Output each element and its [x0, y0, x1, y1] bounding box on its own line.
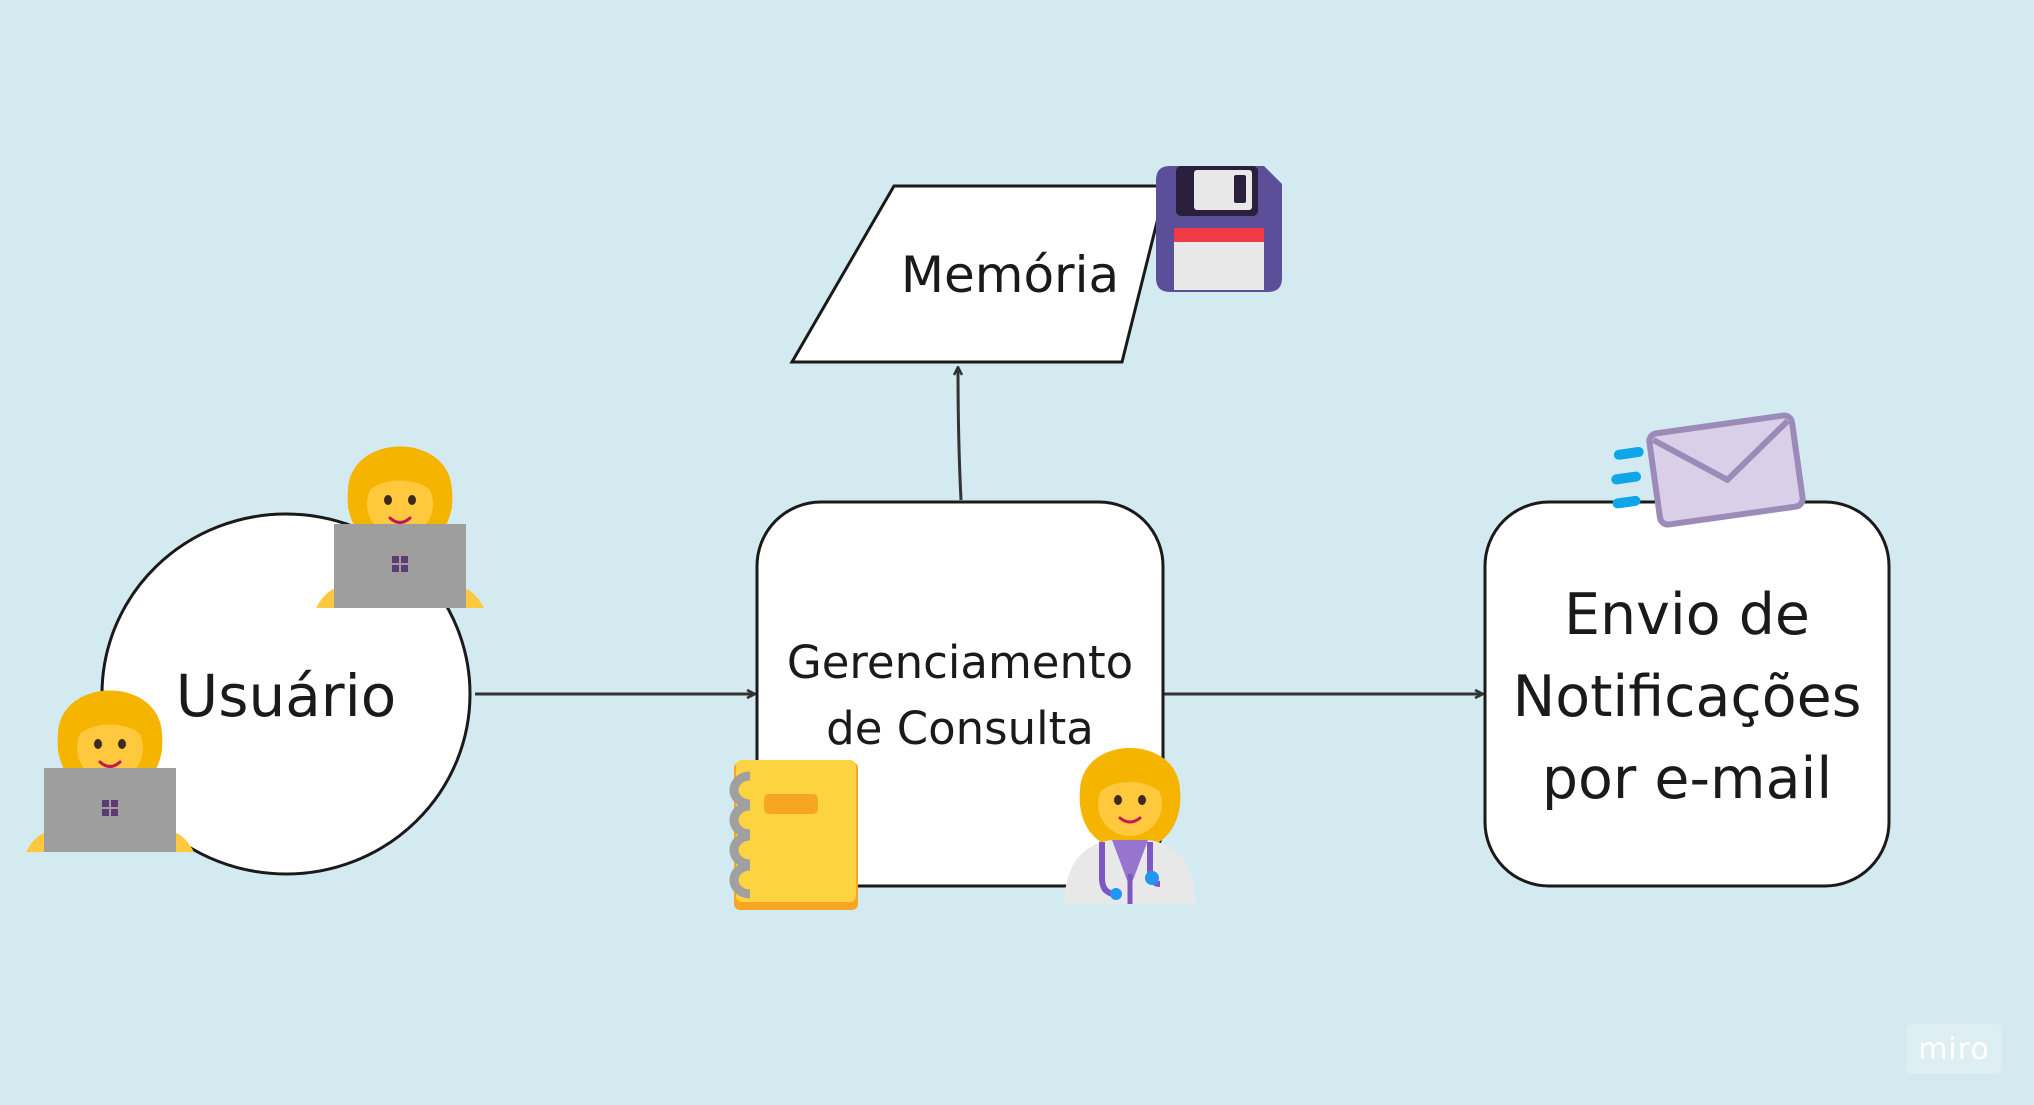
node-envio[interactable]: Envio de Notificações por e-mail [1483, 500, 1891, 888]
miro-watermark: miro [1906, 1024, 2002, 1074]
edge-gerenciamento-to-memoria[interactable] [958, 368, 961, 501]
node-memoria[interactable]: Memória [789, 184, 1168, 364]
woman-technologist-icon [314, 445, 486, 610]
node-envio-label-line3: por e-mail [1542, 746, 1832, 812]
node-envio-label-line2: Notificações [1513, 664, 1862, 730]
notebook-icon [729, 760, 858, 910]
node-usuario-label: Usuário [176, 662, 396, 730]
node-gerenciamento[interactable]: Gerenciamento de Consulta [755, 500, 1165, 888]
floppy-disk-icon [1156, 166, 1282, 292]
node-memoria-label: Memória [901, 246, 1119, 304]
woman-health-worker-icon [1064, 748, 1196, 904]
incoming-envelope-icon [1611, 412, 1806, 528]
node-gerenciamento-label-line1: Gerenciamento [787, 636, 1133, 689]
node-envio-label-line1: Envio de [1564, 582, 1810, 648]
node-gerenciamento-label-line2: de Consulta [826, 702, 1094, 755]
